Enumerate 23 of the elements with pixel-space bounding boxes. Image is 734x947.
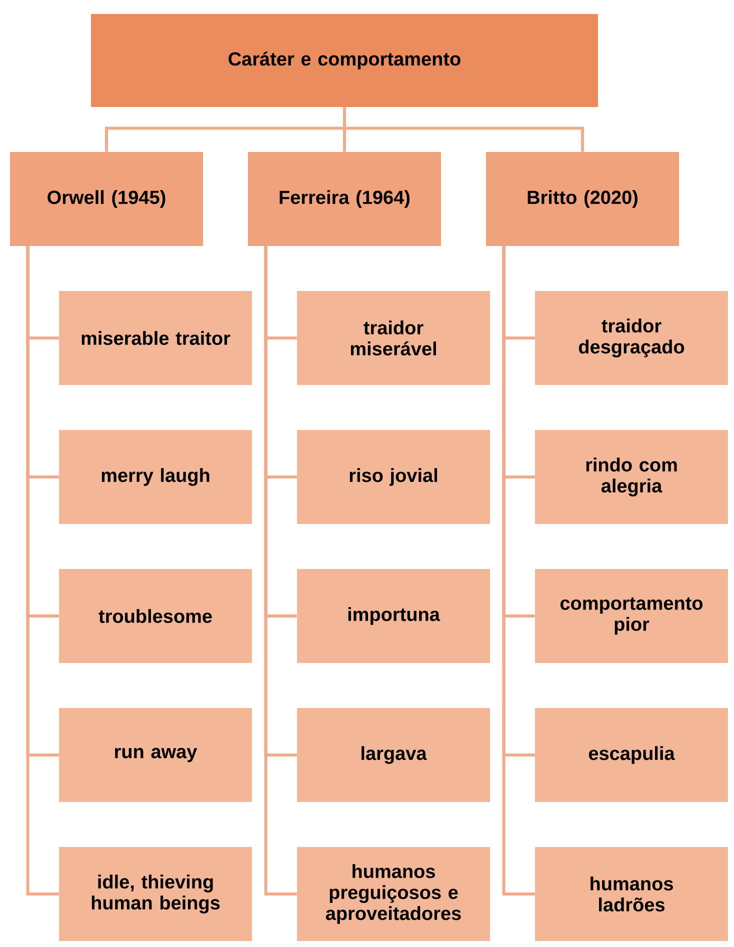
term-box: rindo com alegria [535, 430, 728, 524]
term-box: comportamento pior [535, 569, 728, 663]
term-box: merry laugh [59, 430, 252, 524]
term-box: humanos ladrões [535, 847, 728, 941]
column-header-box: Britto (2020) [486, 152, 679, 246]
term-box: traidor miserável [297, 291, 490, 385]
term-box: largava [297, 708, 490, 802]
connector-line [264, 246, 297, 896]
connector-line [26, 246, 59, 896]
term-box: humanos preguiçosos e aproveitadores [297, 847, 490, 941]
term-box: miserable traitor [59, 291, 252, 385]
connector-line [502, 246, 535, 896]
term-box: escapulia [535, 708, 728, 802]
term-box: troublesome [59, 569, 252, 663]
column-header-box: Ferreira (1964) [248, 152, 441, 246]
connector-line [343, 107, 584, 152]
term-box: riso jovial [297, 430, 490, 524]
term-box: run away [59, 708, 252, 802]
title-box: Caráter e comportamento [91, 14, 598, 107]
term-box: importuna [297, 569, 490, 663]
term-box: idle, thieving human beings [59, 847, 252, 941]
column-header-box: Orwell (1945) [10, 152, 203, 246]
term-box: traidor desgraçado [535, 291, 728, 385]
